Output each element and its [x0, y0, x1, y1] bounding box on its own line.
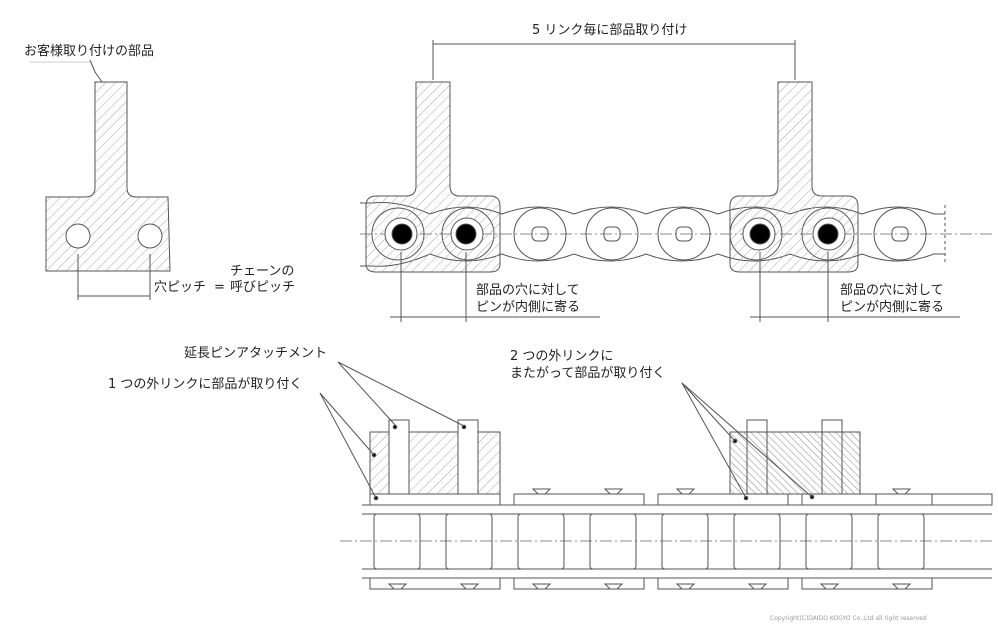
pin	[391, 223, 413, 245]
pin-offset-label-2-line1: 部品の穴に対して	[840, 283, 944, 298]
link-plate	[657, 577, 789, 590]
pin-offset-label-1-line2: ピンが内側に寄る	[476, 300, 581, 315]
leader	[337, 361, 465, 427]
leader	[681, 382, 747, 499]
roller-bushing	[531, 226, 549, 242]
leader	[337, 361, 397, 427]
roller-side	[445, 513, 493, 570]
customer-part-leader	[89, 59, 103, 83]
bottom-chain-drawing	[319, 361, 993, 590]
two-outer-links-label-line1: 2 つの外リンクに	[510, 349, 614, 364]
one-outer-link-label: 1 つの外リンクに部品が取り付く	[108, 377, 303, 392]
roller	[513, 207, 567, 261]
customer-part-drawing	[30, 59, 171, 300]
roller	[873, 207, 927, 261]
roller	[585, 207, 639, 261]
attachment-block-2	[729, 431, 861, 495]
customer-part-label: お客様取り付けの部品	[24, 44, 155, 59]
leader	[681, 382, 736, 442]
pin	[817, 223, 839, 245]
link-plate	[657, 493, 789, 506]
extended-pin	[821, 419, 843, 495]
roller-side	[589, 513, 637, 570]
top-chain-drawing	[360, 40, 992, 322]
roller-side	[805, 513, 853, 570]
roller-bushing	[891, 226, 909, 242]
leader	[319, 392, 377, 499]
hole-pitch-label: 穴ピッチ	[154, 280, 207, 295]
roller-side	[517, 513, 565, 570]
link-plate	[513, 577, 645, 590]
chain-pitch-label-line2: 呼びピッチ	[230, 280, 296, 295]
copyright-notice: Copyright(C)DAIDO KOGYO Co.,Ltd all righ…	[770, 615, 927, 622]
link-plate	[513, 493, 645, 506]
chain-pitch-label-line1: チェーンの	[230, 264, 295, 279]
link-plate	[369, 577, 501, 590]
customer-part-hole-left	[65, 223, 91, 249]
roller-bushing	[675, 226, 693, 242]
pin-offset-label-1-line1: 部品の穴に対して	[476, 283, 580, 298]
equals-sign: =	[214, 280, 225, 295]
roller-side	[661, 513, 709, 570]
customer-part-hole-right	[137, 223, 163, 249]
pin	[455, 223, 477, 245]
link-plate	[801, 577, 933, 590]
link-plate	[801, 493, 933, 506]
extended-pin-label: 延長ピンアタッチメント	[184, 346, 328, 361]
two-outer-links-label-line2: またがって部品が取り付く	[510, 366, 666, 381]
pin	[749, 223, 771, 245]
roller-side	[733, 513, 781, 570]
extended-pin	[457, 419, 479, 495]
roller-side	[373, 513, 421, 570]
leader	[319, 392, 375, 456]
link-plate	[369, 493, 501, 506]
leader	[681, 382, 813, 498]
extended-pin	[388, 419, 410, 495]
roller-bushing	[603, 226, 621, 242]
every-5-links-label: 5 リンク毎に部品取り付け	[532, 23, 688, 38]
roller	[657, 207, 711, 261]
pin-offset-label-2-line2: ピンが内側に寄る	[840, 300, 945, 315]
roller-side	[877, 513, 925, 570]
link-plate	[875, 493, 993, 506]
